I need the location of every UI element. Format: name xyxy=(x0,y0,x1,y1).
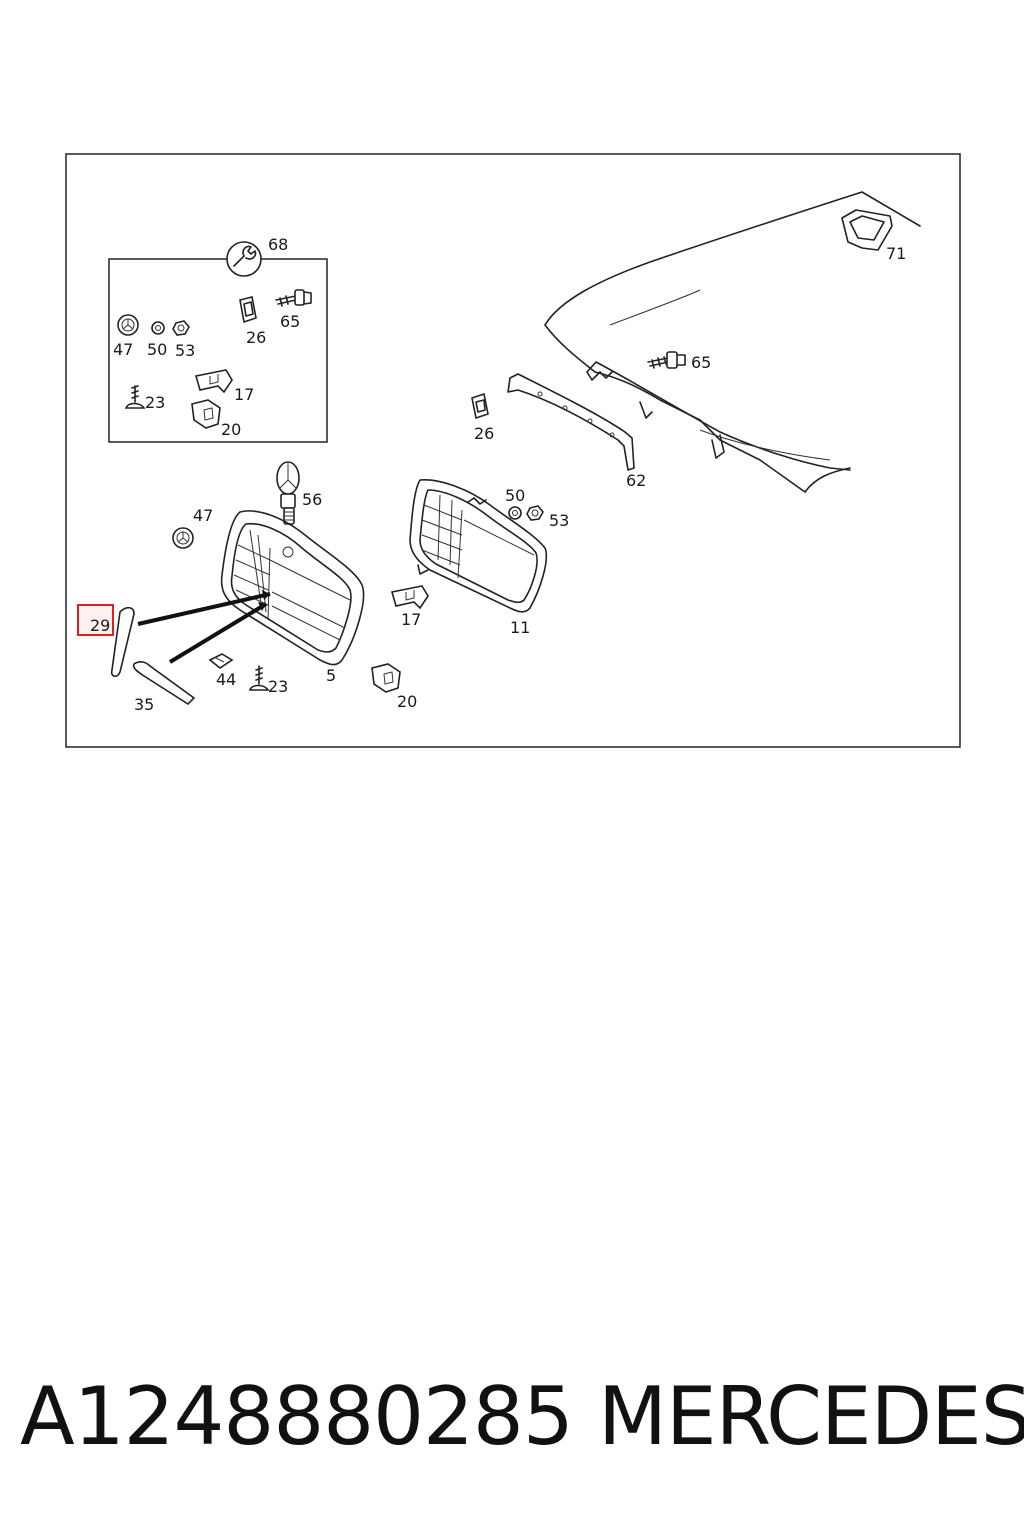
part-53-nut-b xyxy=(526,505,544,521)
label-26-kit: 26 xyxy=(246,328,266,347)
footer-caption: A1248880285 MERCEDES xyxy=(0,1370,1024,1470)
label-17-main: 17 xyxy=(401,610,421,629)
label-56: 56 xyxy=(302,490,322,509)
part-23-screw-b xyxy=(248,665,270,691)
label-17-kit: 17 xyxy=(234,385,254,404)
part-65-screw-a xyxy=(275,289,312,307)
label-23-kit: 23 xyxy=(145,393,165,412)
label-47-main: 47 xyxy=(193,506,213,525)
part-56-star-emblem xyxy=(276,461,300,525)
part-number: A1248880285 xyxy=(20,1370,574,1463)
label-29: 29 xyxy=(90,616,110,635)
label-35: 35 xyxy=(134,695,154,714)
part-47-emblem-b xyxy=(172,527,194,549)
part-26-clip-b xyxy=(471,392,489,420)
part-71-latch xyxy=(841,209,893,251)
label-71: 71 xyxy=(886,244,906,263)
part-17-bracket-b xyxy=(390,585,429,610)
label-47-kit: 47 xyxy=(113,340,133,359)
part-26-clip-a xyxy=(239,296,257,324)
part-50-washer-b xyxy=(508,506,522,520)
label-62: 62 xyxy=(626,471,646,490)
leader-arrows xyxy=(137,590,271,664)
highlight-box-29 xyxy=(77,604,114,636)
part-44-clip xyxy=(208,653,234,669)
wrench-icon xyxy=(226,241,262,277)
part-53-nut-a xyxy=(172,320,190,336)
part-50-washer-a xyxy=(151,321,165,335)
part-20-clip-b xyxy=(371,663,401,693)
brand-name: MERCEDES xyxy=(598,1370,1024,1463)
label-53-main: 53 xyxy=(549,511,569,530)
part-20-clip-a xyxy=(191,399,221,429)
part-11-inner-frame xyxy=(409,479,548,613)
label-68: 68 xyxy=(268,235,288,254)
label-26-main: 26 xyxy=(474,424,494,443)
label-20-main: 20 xyxy=(397,692,417,711)
label-20-kit: 20 xyxy=(221,420,241,439)
part-23-screw-a xyxy=(124,385,146,409)
part-62-seal xyxy=(507,373,635,471)
kit-inset-box xyxy=(108,258,328,443)
hood-panel xyxy=(544,191,921,493)
label-65-hood: 65 xyxy=(691,353,711,372)
label-11: 11 xyxy=(510,618,530,637)
label-65-kit: 65 xyxy=(280,312,300,331)
part-65-screw-b xyxy=(647,351,686,369)
part-29-trim-strip xyxy=(110,606,135,678)
label-5: 5 xyxy=(326,666,336,685)
diagram-frame xyxy=(65,153,961,748)
label-50-main: 50 xyxy=(505,486,525,505)
label-44: 44 xyxy=(216,670,236,689)
label-50-kit: 50 xyxy=(147,340,167,359)
part-5-grille xyxy=(220,510,365,666)
label-53-kit: 53 xyxy=(175,341,195,360)
label-23-main: 23 xyxy=(268,677,288,696)
part-35-trim-strip xyxy=(132,661,196,706)
part-17-bracket-a xyxy=(194,369,233,394)
part-47-emblem-a xyxy=(117,314,139,336)
